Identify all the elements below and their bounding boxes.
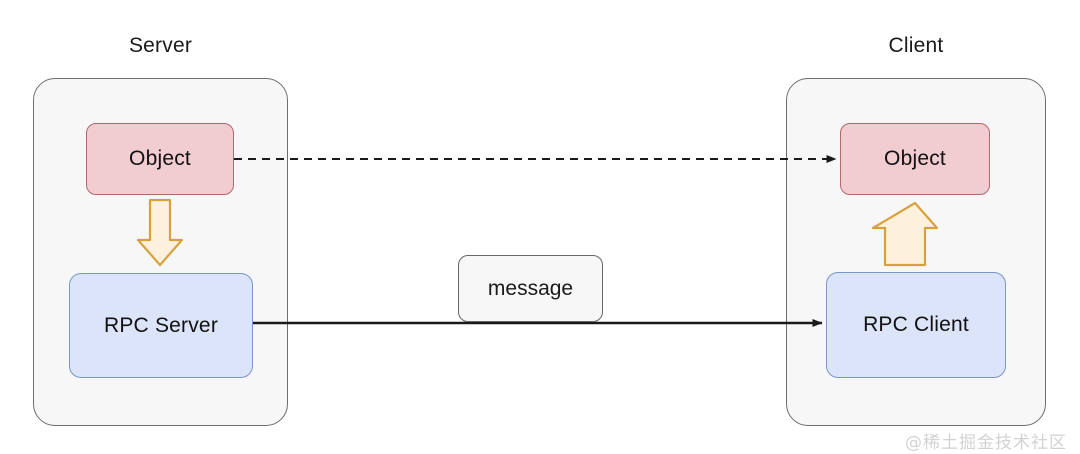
message-label-box: message [458,255,603,322]
message-label: message [487,276,574,300]
client-object-node[interactable]: Object [840,123,990,195]
server-object-label: Object [129,147,191,170]
server-object-node[interactable]: Object [86,123,234,195]
rpc-client-label: RPC Client [863,313,969,336]
rpc-server-label: RPC Server [103,313,219,337]
watermark: @稀土掘金技术社区 [905,433,1067,453]
client-object-label: Object [884,147,946,170]
rpc-server-node[interactable]: RPC Server [69,273,253,378]
server-group-title: Server [128,34,193,57]
client-group-title: Client [888,34,944,57]
rpc-client-node[interactable]: RPC Client [826,272,1006,378]
